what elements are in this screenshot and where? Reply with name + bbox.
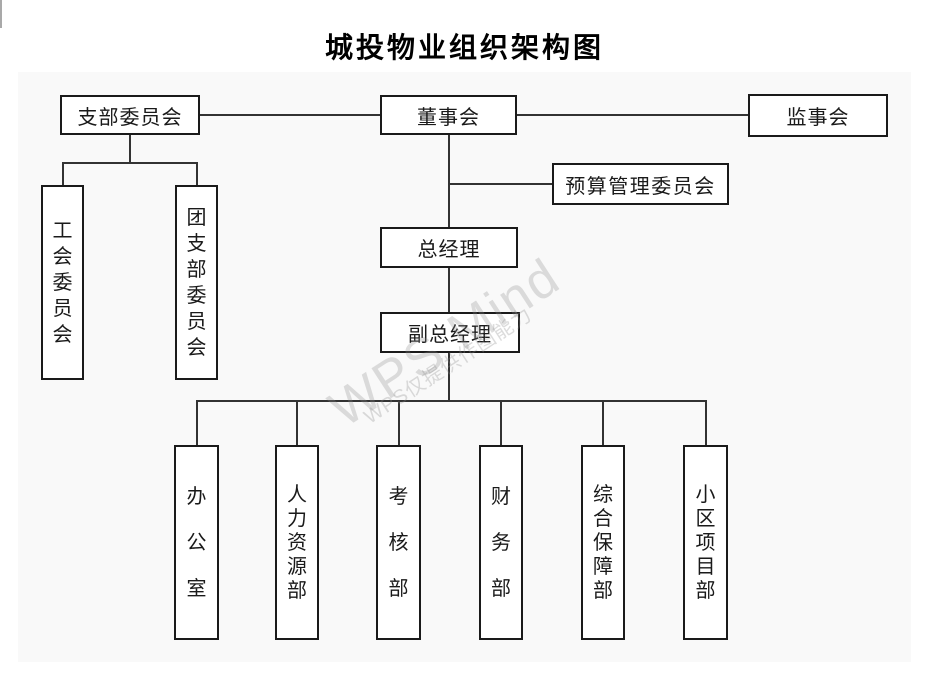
node-label: 综合保障部 — [593, 483, 613, 602]
node-hr-dept[interactable]: 人力资源部 — [275, 445, 319, 640]
node-label: 财务部 — [491, 485, 511, 600]
node-deputy-general-manager[interactable]: 副总经理 — [380, 312, 520, 353]
connector-drop-support — [602, 400, 604, 445]
node-assessment-dept[interactable]: 考核部 — [376, 445, 421, 640]
node-branch-committee[interactable]: 支部委员会 — [60, 95, 200, 135]
node-label: 监事会 — [786, 107, 850, 129]
node-label: 工会委员会 — [52, 219, 73, 346]
connector-board-gm — [448, 135, 450, 228]
connector-drop-community — [705, 400, 707, 445]
node-label: 小区项目部 — [695, 483, 716, 602]
connector-drop-office — [196, 400, 198, 445]
node-finance-dept[interactable]: 财务部 — [479, 445, 523, 640]
connector-gm-deputy — [448, 268, 450, 312]
node-label: 办公室 — [186, 485, 207, 600]
node-general-manager[interactable]: 总经理 — [380, 227, 518, 268]
page-title: 城投物业组织架构图 — [324, 33, 604, 64]
connector-drop-assessment — [398, 400, 400, 445]
connector-drop-hr — [296, 400, 298, 445]
node-label: 考核部 — [388, 485, 409, 600]
connector-drop-union — [62, 162, 64, 185]
node-community-project-dept[interactable]: 小区项目部 — [683, 445, 728, 640]
node-label: 团支部委员会 — [186, 206, 207, 359]
connector-branch-splitter — [62, 162, 198, 164]
connector-drop-youth-league — [196, 162, 198, 185]
connector-deputy-bus — [448, 353, 450, 401]
node-youth-league-committee[interactable]: 团支部委员会 — [175, 185, 218, 380]
node-label: 支部委员会 — [77, 106, 183, 129]
node-board[interactable]: 董事会 — [380, 95, 517, 135]
connector-bottom-bus — [196, 400, 707, 402]
connector-board-supervisory — [517, 114, 748, 116]
node-union-committee[interactable]: 工会委员会 — [41, 185, 84, 380]
node-office[interactable]: 办公室 — [174, 445, 219, 640]
node-budget-committee[interactable]: 预算管理委员会 — [552, 163, 729, 205]
connector-budget-branch — [449, 183, 552, 185]
node-supervisory-board[interactable]: 监事会 — [748, 94, 888, 137]
connector-branch-trunk — [129, 135, 131, 163]
node-label: 人力资源部 — [287, 483, 307, 602]
node-label: 总经理 — [417, 239, 481, 261]
scrollbar-fragment — [0, 0, 2, 28]
node-label: 预算管理委员会 — [565, 175, 716, 198]
node-label: 董事会 — [417, 106, 480, 129]
chart-canvas: 支部委员会 董事会 监事会 预算管理委员会 总经理 副总经理 工会委员会 团支部… — [18, 72, 911, 662]
connector-branch-board — [200, 114, 380, 116]
connector-drop-finance — [500, 400, 502, 445]
node-support-dept[interactable]: 综合保障部 — [581, 445, 625, 640]
node-label: 副总经理 — [408, 324, 492, 346]
